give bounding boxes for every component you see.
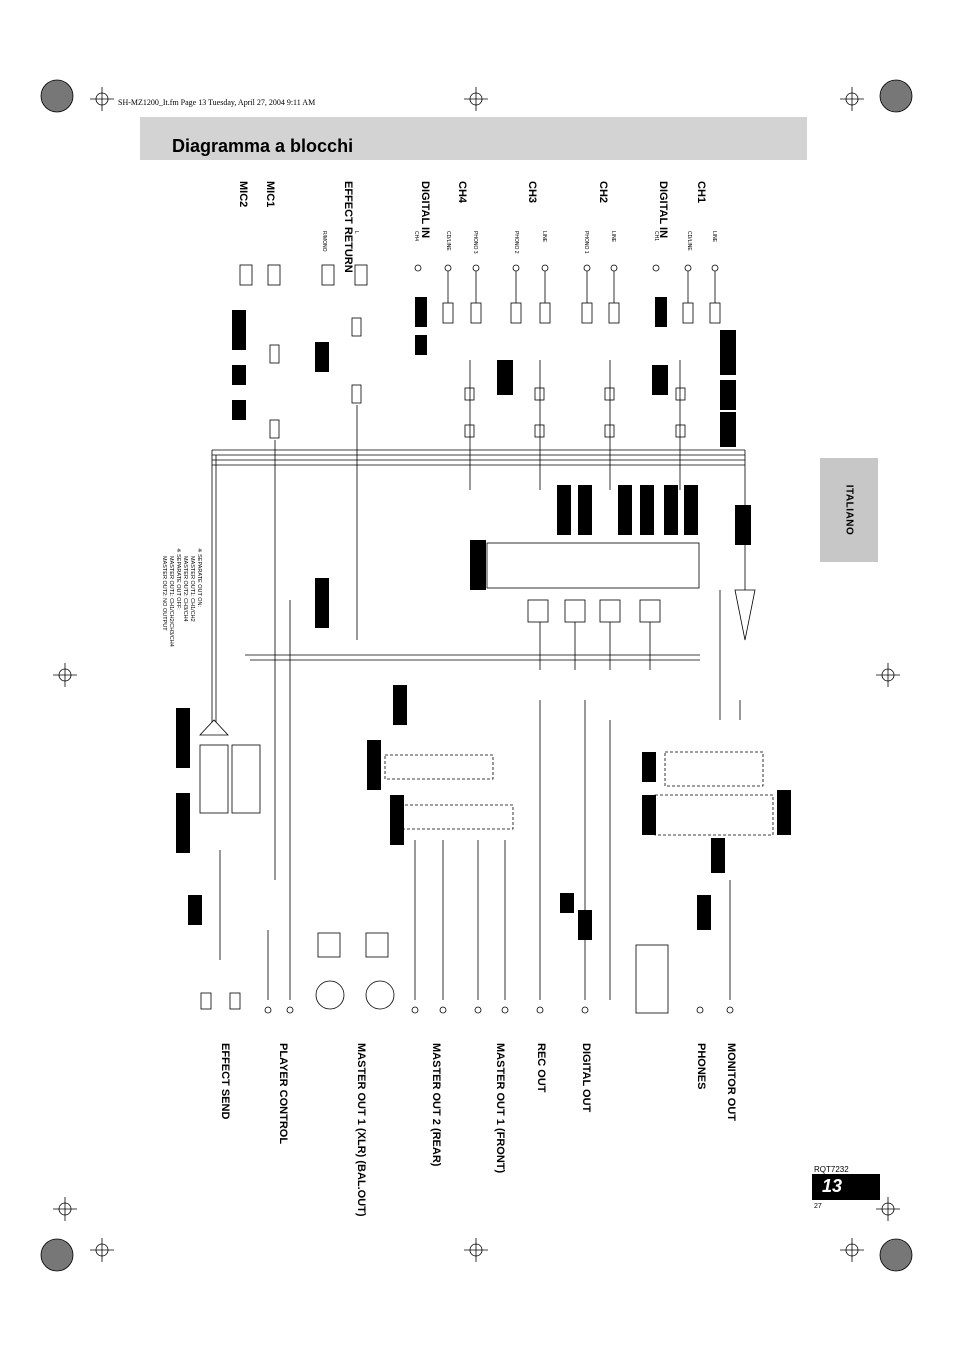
sub-label: L (353, 231, 359, 234)
document-code: RQT7232 (814, 1165, 849, 1174)
sub-label: LINE (541, 231, 547, 243)
output-jacks (200, 980, 734, 1014)
processing-blocks (199, 542, 774, 1014)
input-stages (239, 264, 721, 439)
output-label-master-out1-front: MASTER OUT 1 (FRONT) (494, 1043, 506, 1173)
output-label-effect-send: EFFECT SEND (219, 1043, 231, 1119)
output-label-master-out2-rear: MASTER OUT 2 (REAR) (430, 1043, 442, 1167)
sub-label: CH1 (653, 231, 659, 241)
note-line: ※ SEPARATE OUT ON: (196, 548, 203, 607)
output-label-rec-out: REC OUT (535, 1043, 547, 1093)
control-blocks (176, 297, 791, 940)
input-label-effect-return: EFFECT RETURN (342, 181, 354, 273)
sub-label: PHONO 1 (583, 231, 589, 254)
page-number-box: 13 (812, 1174, 880, 1200)
page-number: 13 (822, 1176, 843, 1196)
title-band (140, 117, 807, 160)
input-label-ch4: CH4 (456, 181, 468, 204)
sub-label: CH4 (413, 231, 419, 241)
input-label-mic1: MIC1 (264, 181, 276, 207)
micro-computer-block (486, 542, 700, 589)
registration-marks (40, 79, 913, 1272)
input-label-mic2: MIC2 (237, 181, 249, 207)
output-label-master-out1-xlr: MASTER OUT 1 (XLR) (BAL.OUT) (355, 1043, 367, 1217)
signal-bus (211, 271, 746, 1000)
level-meter (635, 944, 669, 1014)
input-label-digital-in-1: DIGITAL IN (657, 181, 669, 238)
note-line: ※ SEPARATE OUT OFF: (175, 548, 182, 610)
sub-label: R/MONO (321, 231, 327, 252)
input-label-digital-in-4: DIGITAL IN (419, 181, 431, 238)
sub-label: CD/LINE (686, 231, 692, 251)
page-number-small: 27 (814, 1203, 822, 1210)
note-line: MASTER OUT1: CH1/CH2/CH3/CH4 (168, 556, 174, 647)
language-tab: ITALIANO (820, 458, 878, 562)
sub-label: PHONO 3 (472, 231, 478, 254)
output-label-monitor-out: MONITOR OUT (725, 1043, 737, 1121)
sub-label: LINE (711, 231, 717, 243)
note-line: MASTER OUT2: CH3/CH4 (182, 556, 188, 622)
sub-label: PHONO 2 (513, 231, 519, 254)
note-line: MASTER OUT2: NO OUTPUT (161, 556, 167, 631)
sub-label: LINE (610, 231, 616, 243)
file-header: SH-MZ1200_It.fm Page 13 Tuesday, April 2… (118, 98, 316, 107)
output-label-digital-out: DIGITAL OUT (580, 1043, 592, 1113)
input-label-ch3: CH3 (526, 181, 538, 203)
input-label-ch2: CH2 (597, 181, 609, 203)
sub-label: CD/LINE (445, 231, 451, 251)
page-title: Diagramma a blocchi (172, 136, 354, 156)
output-label-player-control: PLAYER CONTROL (277, 1043, 289, 1144)
input-label-ch1: CH1 (695, 181, 707, 203)
note-line: MASTER OUT1: CH1/CH2 (189, 556, 195, 622)
output-label-phones: PHONES (695, 1043, 707, 1089)
